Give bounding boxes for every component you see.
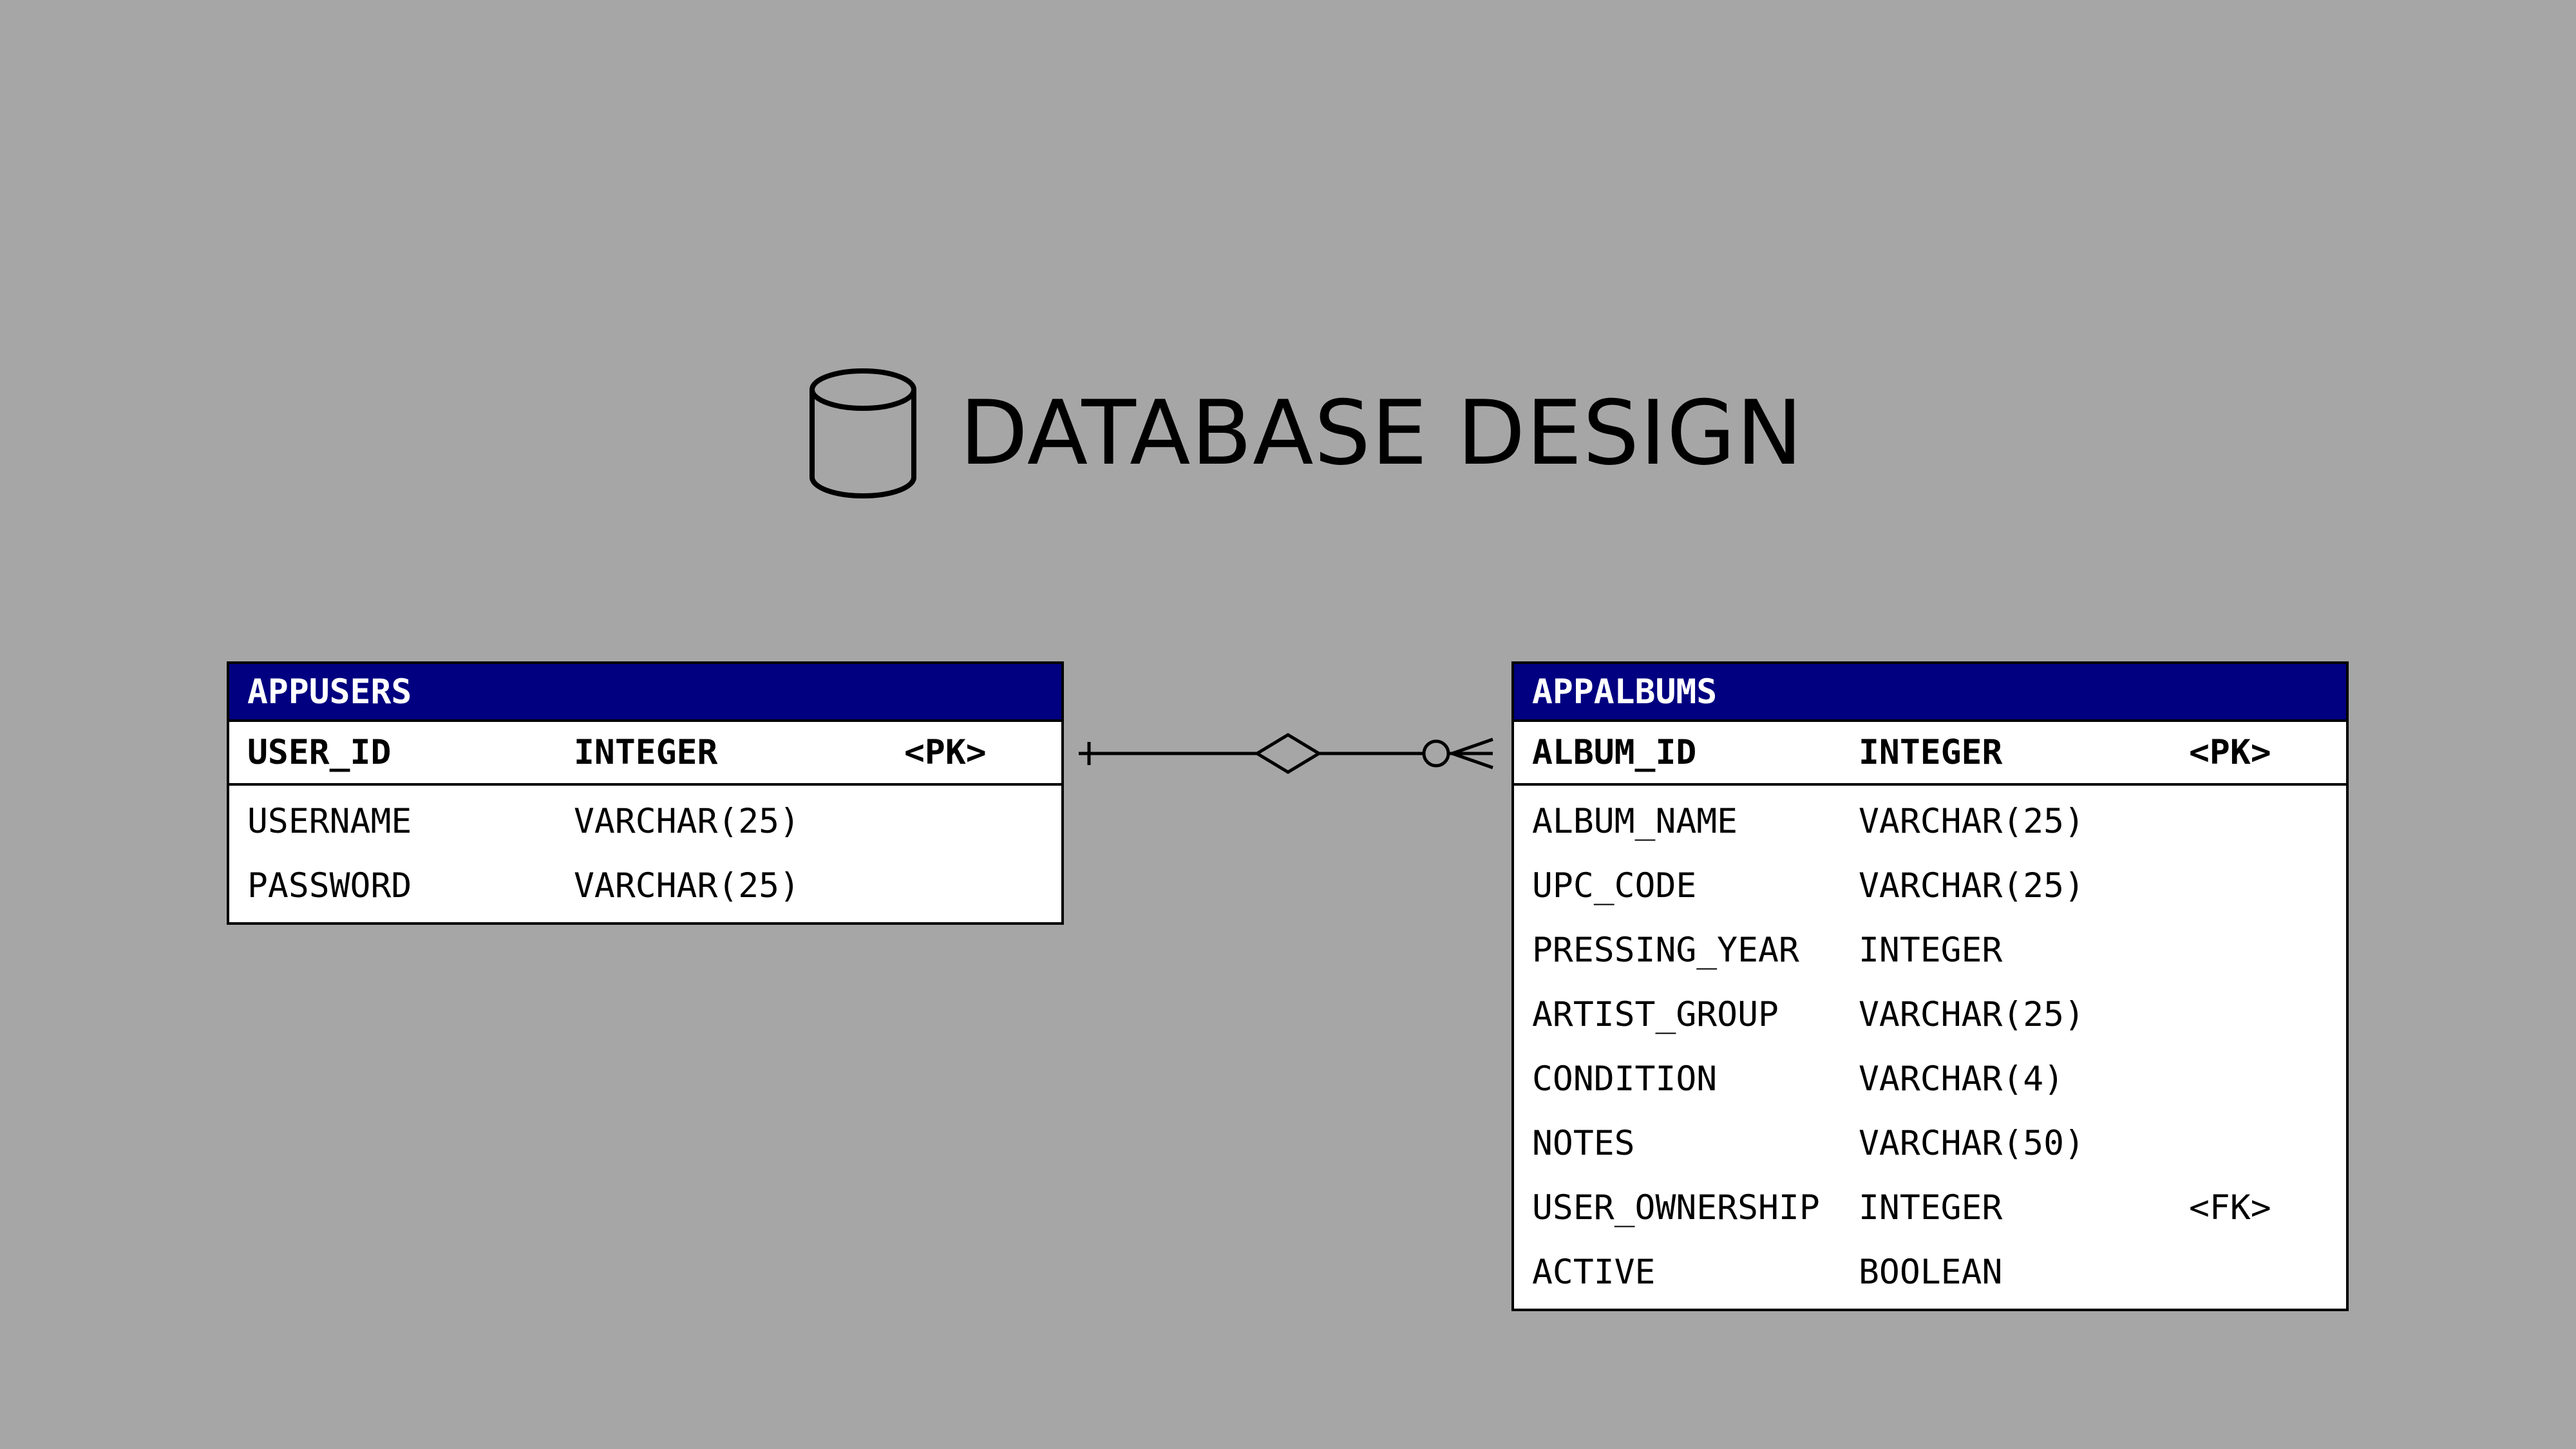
attribute-row: NOTES VARCHAR(50) xyxy=(1514,1111,2346,1175)
entity-appusers: APPUSERS USER_ID INTEGER <PK> USERNAME V… xyxy=(227,661,1064,925)
column-name: ACTIVE xyxy=(1532,1252,1656,1292)
attribute-list: ALBUM_NAME VARCHAR(25) UPC_CODE VARCHAR(… xyxy=(1514,786,2346,1309)
column-key: <FK> xyxy=(2189,1188,2271,1227)
column-name: USER_OWNERSHIP xyxy=(1532,1188,1820,1227)
column-type: INTEGER xyxy=(1859,733,2003,772)
attribute-list: USERNAME VARCHAR(25) PASSWORD VARCHAR(25… xyxy=(229,786,1061,922)
column-name: UPC_CODE xyxy=(1532,866,1697,905)
crows-foot-upper xyxy=(1452,737,1493,755)
column-name: ALBUM_ID xyxy=(1532,733,1697,772)
column-type: BOOLEAN xyxy=(1859,1252,2003,1292)
column-type: INTEGER xyxy=(574,733,718,772)
column-name: ALBUM_NAME xyxy=(1532,801,1738,841)
attribute-row: USER_OWNERSHIP INTEGER <FK> xyxy=(1514,1175,2346,1240)
attribute-row: ACTIVE BOOLEAN xyxy=(1514,1240,2346,1304)
column-type: VARCHAR(25) xyxy=(574,866,800,905)
zero-cardinality-mark xyxy=(1422,739,1450,768)
column-name: NOTES xyxy=(1532,1123,1635,1163)
entity-header: APPUSERS xyxy=(229,664,1061,722)
column-type: VARCHAR(25) xyxy=(1859,801,2085,841)
column-name: ARTIST_GROUP xyxy=(1532,994,1779,1034)
column-type: INTEGER xyxy=(1859,930,2003,970)
page-title: DATABASE DESIGN xyxy=(960,381,1804,485)
column-name: PASSWORD xyxy=(247,866,412,905)
column-name: USER_ID xyxy=(247,733,392,772)
column-type: VARCHAR(4) xyxy=(1859,1059,2065,1099)
pk-row: ALBUM_ID INTEGER <PK> xyxy=(1514,722,2346,786)
crows-foot-lower xyxy=(1452,752,1493,770)
column-name: PRESSING_YEAR xyxy=(1532,930,1799,970)
diagram-title: DATABASE DESIGN xyxy=(808,364,1803,502)
attribute-row: ALBUM_NAME VARCHAR(25) xyxy=(1514,789,2346,853)
column-type: VARCHAR(50) xyxy=(1859,1123,2085,1163)
database-icon xyxy=(810,368,916,498)
column-key: <PK> xyxy=(2189,733,2271,772)
attribute-row: PASSWORD VARCHAR(25) xyxy=(229,853,1061,918)
column-type: VARCHAR(25) xyxy=(574,801,800,841)
attribute-row: UPC_CODE VARCHAR(25) xyxy=(1514,853,2346,918)
column-name: CONDITION xyxy=(1532,1059,1718,1099)
column-type: VARCHAR(25) xyxy=(1859,994,2085,1034)
attribute-row: ARTIST_GROUP VARCHAR(25) xyxy=(1514,982,2346,1046)
entity-header: APPALBUMS xyxy=(1514,664,2346,722)
entity-appalbums: APPALBUMS ALBUM_ID INTEGER <PK> ALBUM_NA… xyxy=(1511,661,2349,1311)
column-type: INTEGER xyxy=(1859,1188,2003,1227)
attribute-row: PRESSING_YEAR INTEGER xyxy=(1514,918,2346,982)
column-key: <PK> xyxy=(904,733,987,772)
relationship-diamond xyxy=(1254,733,1322,774)
relationship-connector xyxy=(1079,733,1493,774)
attribute-row: CONDITION VARCHAR(4) xyxy=(1514,1046,2346,1111)
column-name: USERNAME xyxy=(247,801,412,841)
column-type: VARCHAR(25) xyxy=(1859,866,2085,905)
pk-row: USER_ID INTEGER <PK> xyxy=(229,722,1061,786)
attribute-row: USERNAME VARCHAR(25) xyxy=(229,789,1061,853)
